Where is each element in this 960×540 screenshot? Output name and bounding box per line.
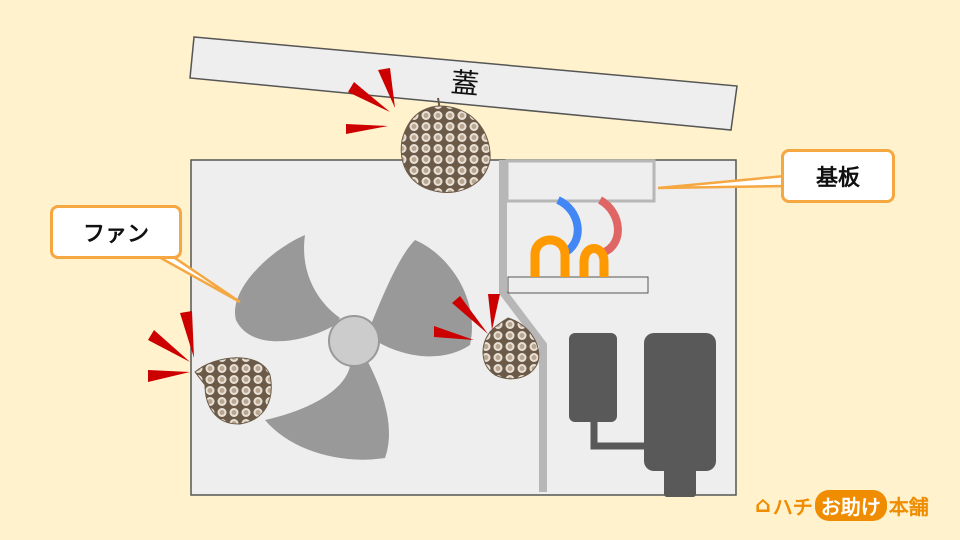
house-icon: ⌂ bbox=[755, 493, 771, 518]
logo-text-3: 本舗 bbox=[888, 495, 929, 519]
brand-logo: ⌂ ハチ お助け 本舗 bbox=[755, 490, 929, 521]
lid bbox=[189, 36, 738, 131]
fan-callout: ファン bbox=[50, 205, 182, 259]
fan bbox=[235, 235, 472, 460]
wasp-nest-top bbox=[400, 97, 491, 194]
logo-text-2: お助け bbox=[814, 490, 887, 521]
wire-blue bbox=[556, 196, 582, 256]
alert-burst-top bbox=[346, 68, 395, 134]
alert-burst-middle bbox=[434, 294, 500, 340]
alert-burst-left bbox=[148, 311, 194, 382]
wire-orange-1 bbox=[530, 235, 570, 277]
pcb-callout: 基板 bbox=[781, 149, 895, 203]
pcb-shelf bbox=[507, 276, 649, 294]
wire-orange-2 bbox=[579, 244, 609, 277]
logo-text-1: ハチ bbox=[772, 495, 813, 519]
wire-red bbox=[597, 196, 622, 257]
lid-label: 蓋 bbox=[449, 65, 481, 102]
pipe bbox=[499, 160, 547, 492]
compressor bbox=[569, 333, 716, 497]
fan-hub bbox=[328, 315, 380, 367]
pcb-board bbox=[505, 159, 656, 203]
wasp-nest-middle bbox=[482, 317, 540, 380]
wasp-nest-left bbox=[194, 357, 272, 425]
